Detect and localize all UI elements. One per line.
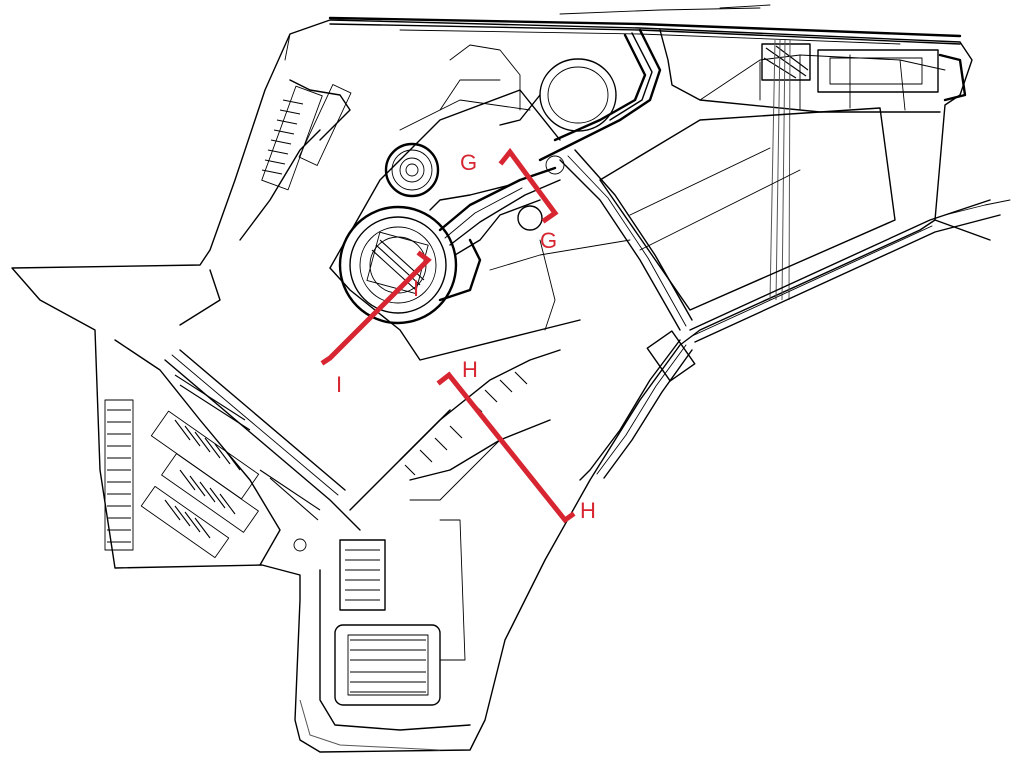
east-corridor-road [579, 330, 696, 481]
northern-highway [328, 4, 962, 113]
connector-ramps [429, 155, 565, 302]
section-line-I [320, 250, 432, 366]
site-boundary [11, 19, 973, 753]
section-label-G-end: G [540, 228, 557, 253]
section-cut-H[interactable]: H H [436, 357, 596, 524]
mid-parking-area [399, 349, 561, 501]
main-diagonal-road [538, 28, 1011, 343]
section-label-G-start: G [460, 150, 477, 175]
west-parking-complex [104, 339, 321, 566]
section-label-H-end: H [580, 498, 596, 523]
west-diagonal-road [164, 79, 361, 531]
small-roundabout [384, 142, 440, 198]
south-parking-lot-upper [339, 539, 386, 611]
section-line-H [436, 371, 576, 524]
section-label-I-start: I [336, 372, 342, 397]
section-cut-I[interactable]: I I [320, 250, 432, 397]
building-top-right [761, 43, 967, 102]
section-label-H-start: H [462, 357, 478, 382]
section-label-I-end: I [413, 276, 419, 301]
south-parking-lot-lower [334, 624, 441, 706]
section-line-G [498, 147, 559, 224]
top-loop-ramp [439, 44, 617, 132]
utility-corridor [769, 39, 791, 301]
east-parcel [599, 107, 896, 311]
central-parcel [179, 89, 631, 361]
large-roundabout [338, 205, 458, 325]
section-cut-G[interactable]: G G [460, 147, 559, 253]
